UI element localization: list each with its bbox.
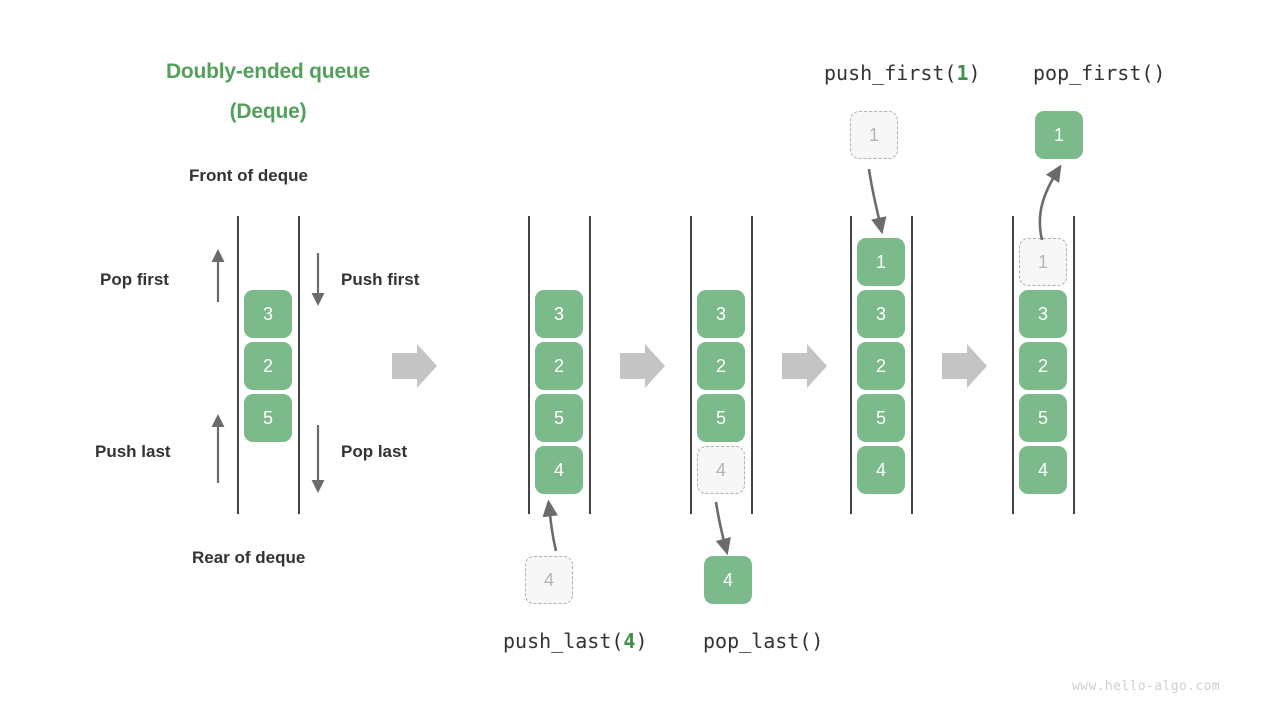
rail-right-stack-1 <box>298 216 300 514</box>
push-last-incoming-cell: 4 <box>525 556 573 604</box>
stack-3-cell-1: 2 <box>697 342 745 390</box>
push-last-flow-arrow-icon <box>542 499 558 552</box>
rail-right-stack-3 <box>751 216 753 514</box>
push-first-op-close: ) <box>968 61 981 85</box>
rear-of-deque-label: Rear of deque <box>192 548 306 567</box>
watermark: www.hello-algo.com <box>1072 679 1221 694</box>
stack-4-cell-0: 1 <box>857 238 905 286</box>
stack-1-cell-1: 2 <box>244 342 292 390</box>
push-first-op-name: push_first( <box>824 61 957 85</box>
rail-right-stack-2 <box>589 216 591 514</box>
stack-5-cell-2: 2 <box>1019 342 1067 390</box>
rail-left-stack-2 <box>528 216 530 514</box>
push-first-op-arg: 1 <box>956 61 969 85</box>
stack-2-cell-2: 5 <box>535 394 583 442</box>
pop-first-label: Pop first <box>100 270 169 289</box>
stack-1-cell-2: 5 <box>244 394 292 442</box>
step-arrow-3-icon <box>782 344 827 388</box>
rail-left-stack-5 <box>1012 216 1014 514</box>
pop-first-outgoing-cell: 1 <box>1035 111 1083 159</box>
push-first-operation-label: push_first(1) <box>824 61 981 85</box>
stack-2-cell-0: 3 <box>535 290 583 338</box>
stack-5-cell-1: 3 <box>1019 290 1067 338</box>
push-last-op-name: push_last( <box>503 629 624 653</box>
diagram-title-line1: Doubly-ended queue <box>165 60 371 83</box>
pop-last-operation-label: pop_last() <box>703 629 823 653</box>
stack-4-cell-2: 2 <box>857 342 905 390</box>
pop-last-label: Pop last <box>341 442 408 461</box>
step-arrow-4-icon <box>942 344 987 388</box>
push-first-flow-arrow-icon <box>867 168 887 235</box>
push-last-op-close: ) <box>635 629 648 653</box>
pop-first-op-name: pop_first() <box>1033 61 1166 85</box>
stack-4-cell-1: 3 <box>857 290 905 338</box>
stack-3-cell-0: 3 <box>697 290 745 338</box>
push-last-operation-label: push_last(4) <box>503 629 648 653</box>
rail-right-stack-5 <box>1073 216 1075 514</box>
rail-left-stack-1 <box>237 216 239 514</box>
pop-last-flow-arrow-icon <box>714 501 731 556</box>
stack-1-cell-0: 3 <box>244 290 292 338</box>
stack-2-cell-3: 4 <box>535 446 583 494</box>
stack-4-cell-4: 4 <box>857 446 905 494</box>
pop-first-operation-label: pop_first() <box>1033 61 1165 85</box>
stack-4-cell-3: 5 <box>857 394 905 442</box>
pop-last-op-name: pop_last() <box>703 629 824 653</box>
rail-left-stack-4 <box>850 216 852 514</box>
stack-5-cell-4: 4 <box>1019 446 1067 494</box>
pop-first-flow-arrow-icon <box>1038 164 1062 241</box>
stack-3-cell-3-ghost: 4 <box>697 446 745 494</box>
stack-2-cell-1: 2 <box>535 342 583 390</box>
stack-5-cell-3: 5 <box>1019 394 1067 442</box>
diagram-title-line2: (Deque) <box>229 100 307 123</box>
step-arrow-2-icon <box>620 344 665 388</box>
push-last-op-arg: 4 <box>623 629 636 653</box>
push-last-label: Push last <box>95 442 171 461</box>
front-of-deque-label: Front of deque <box>189 166 308 185</box>
stack-5-cell-0-ghost: 1 <box>1019 238 1067 286</box>
stack-3-cell-2: 5 <box>697 394 745 442</box>
push-first-label: Push first <box>341 270 420 289</box>
rail-right-stack-4 <box>911 216 913 514</box>
step-arrow-1-icon <box>392 344 437 388</box>
pop-last-outgoing-cell: 4 <box>704 556 752 604</box>
push-first-incoming-cell: 1 <box>850 111 898 159</box>
rail-left-stack-3 <box>690 216 692 514</box>
